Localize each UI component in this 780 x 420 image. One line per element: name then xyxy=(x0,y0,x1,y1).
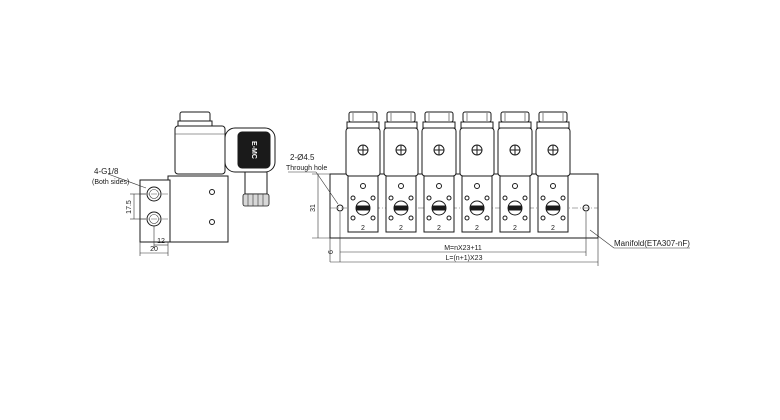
override-slot xyxy=(394,205,408,211)
body-screw xyxy=(560,215,566,221)
port-number-label: 2 xyxy=(361,225,365,232)
port-number-label: 2 xyxy=(475,225,479,232)
body-screw xyxy=(522,215,528,221)
dim-offset-label: 6 xyxy=(328,250,335,254)
body-screw xyxy=(464,195,470,201)
mount-screw-bottom xyxy=(209,219,215,225)
dim-12-label: 12 xyxy=(157,238,165,245)
dim-height-label: 31 xyxy=(310,204,317,212)
body-screw xyxy=(426,195,432,201)
valve-stack: 2 2 2 2 2 2 xyxy=(345,111,571,233)
body-screw xyxy=(388,215,394,221)
pilot-screw xyxy=(436,183,442,189)
cable-gland xyxy=(244,171,268,195)
body-screw xyxy=(540,195,546,201)
override-slot xyxy=(432,205,446,211)
coil-ring xyxy=(460,121,494,129)
body-screw xyxy=(370,215,376,221)
body-screw xyxy=(350,215,356,221)
body-screw xyxy=(426,215,432,221)
pilot-screw xyxy=(360,183,366,189)
coil-ring xyxy=(536,121,570,129)
body-screw xyxy=(446,195,452,201)
front-view: 2 2 2 2 2 2 2-Ø4.5 Through hole 31 6 M=nX23+1… xyxy=(286,111,690,266)
manifold-label: Manifold(ETA307-nF) xyxy=(614,239,690,248)
body-screw xyxy=(388,195,394,201)
body-screw xyxy=(484,215,490,221)
port-number-label: 2 xyxy=(551,225,555,232)
valve-station: 2 xyxy=(345,111,381,233)
side-view: E-MC 4-G1/8 (Both sides) 17.5 1 xyxy=(92,111,276,256)
manifold-leader xyxy=(589,229,615,249)
port-thread-label: 4-G1/8 xyxy=(94,167,119,176)
body-screw xyxy=(560,195,566,201)
pilot-screw xyxy=(398,183,404,189)
valve-body-side xyxy=(167,175,229,243)
valve-station: 2 xyxy=(459,111,495,233)
body-screw xyxy=(522,195,528,201)
port-leader xyxy=(107,173,147,189)
pilot-screw xyxy=(474,183,480,189)
port-number-label: 2 xyxy=(437,225,441,232)
coil-ring xyxy=(346,121,380,129)
coil-ring xyxy=(384,121,418,129)
valve-station: 2 xyxy=(535,111,571,233)
body-screw xyxy=(502,215,508,221)
dim-20-label: 20 xyxy=(150,246,158,253)
override-slot xyxy=(508,205,522,211)
valve-station: 2 xyxy=(497,111,533,233)
hole-note-label: Through hole xyxy=(286,165,327,172)
override-slot xyxy=(546,205,560,211)
valve-station: 2 xyxy=(383,111,419,233)
coil-ring xyxy=(422,121,456,129)
dim-port-pitch-label: 17.5 xyxy=(126,200,133,214)
port-note-label: (Both sides) xyxy=(92,179,129,186)
override-slot xyxy=(470,205,484,211)
body-screw xyxy=(446,215,452,221)
body-screw xyxy=(370,195,376,201)
port-number-label: 2 xyxy=(399,225,403,232)
pilot-screw xyxy=(512,183,518,189)
coil-ring xyxy=(498,121,532,129)
body-screw xyxy=(464,215,470,221)
override-slot xyxy=(356,205,370,211)
body-screw xyxy=(408,195,414,201)
gland-nut xyxy=(242,193,270,207)
hole-leader xyxy=(315,171,339,205)
body-screw xyxy=(350,195,356,201)
body-screw xyxy=(408,215,414,221)
body-screw xyxy=(502,195,508,201)
dim-l-label: L=(n+1)X23 xyxy=(446,255,483,262)
dim-m-label: M=nX23+11 xyxy=(444,245,482,252)
body-screw xyxy=(484,195,490,201)
body-screw xyxy=(540,215,546,221)
mount-screw-top xyxy=(209,189,215,195)
coil-body xyxy=(174,125,226,175)
hole-spec-label: 2-Ø4.5 xyxy=(290,153,315,162)
port-number-label: 2 xyxy=(513,225,517,232)
valve-station: 2 xyxy=(421,111,457,233)
connector-brand-plate xyxy=(237,131,271,169)
brand-text: E-MC xyxy=(250,141,257,159)
pilot-screw xyxy=(550,183,556,189)
